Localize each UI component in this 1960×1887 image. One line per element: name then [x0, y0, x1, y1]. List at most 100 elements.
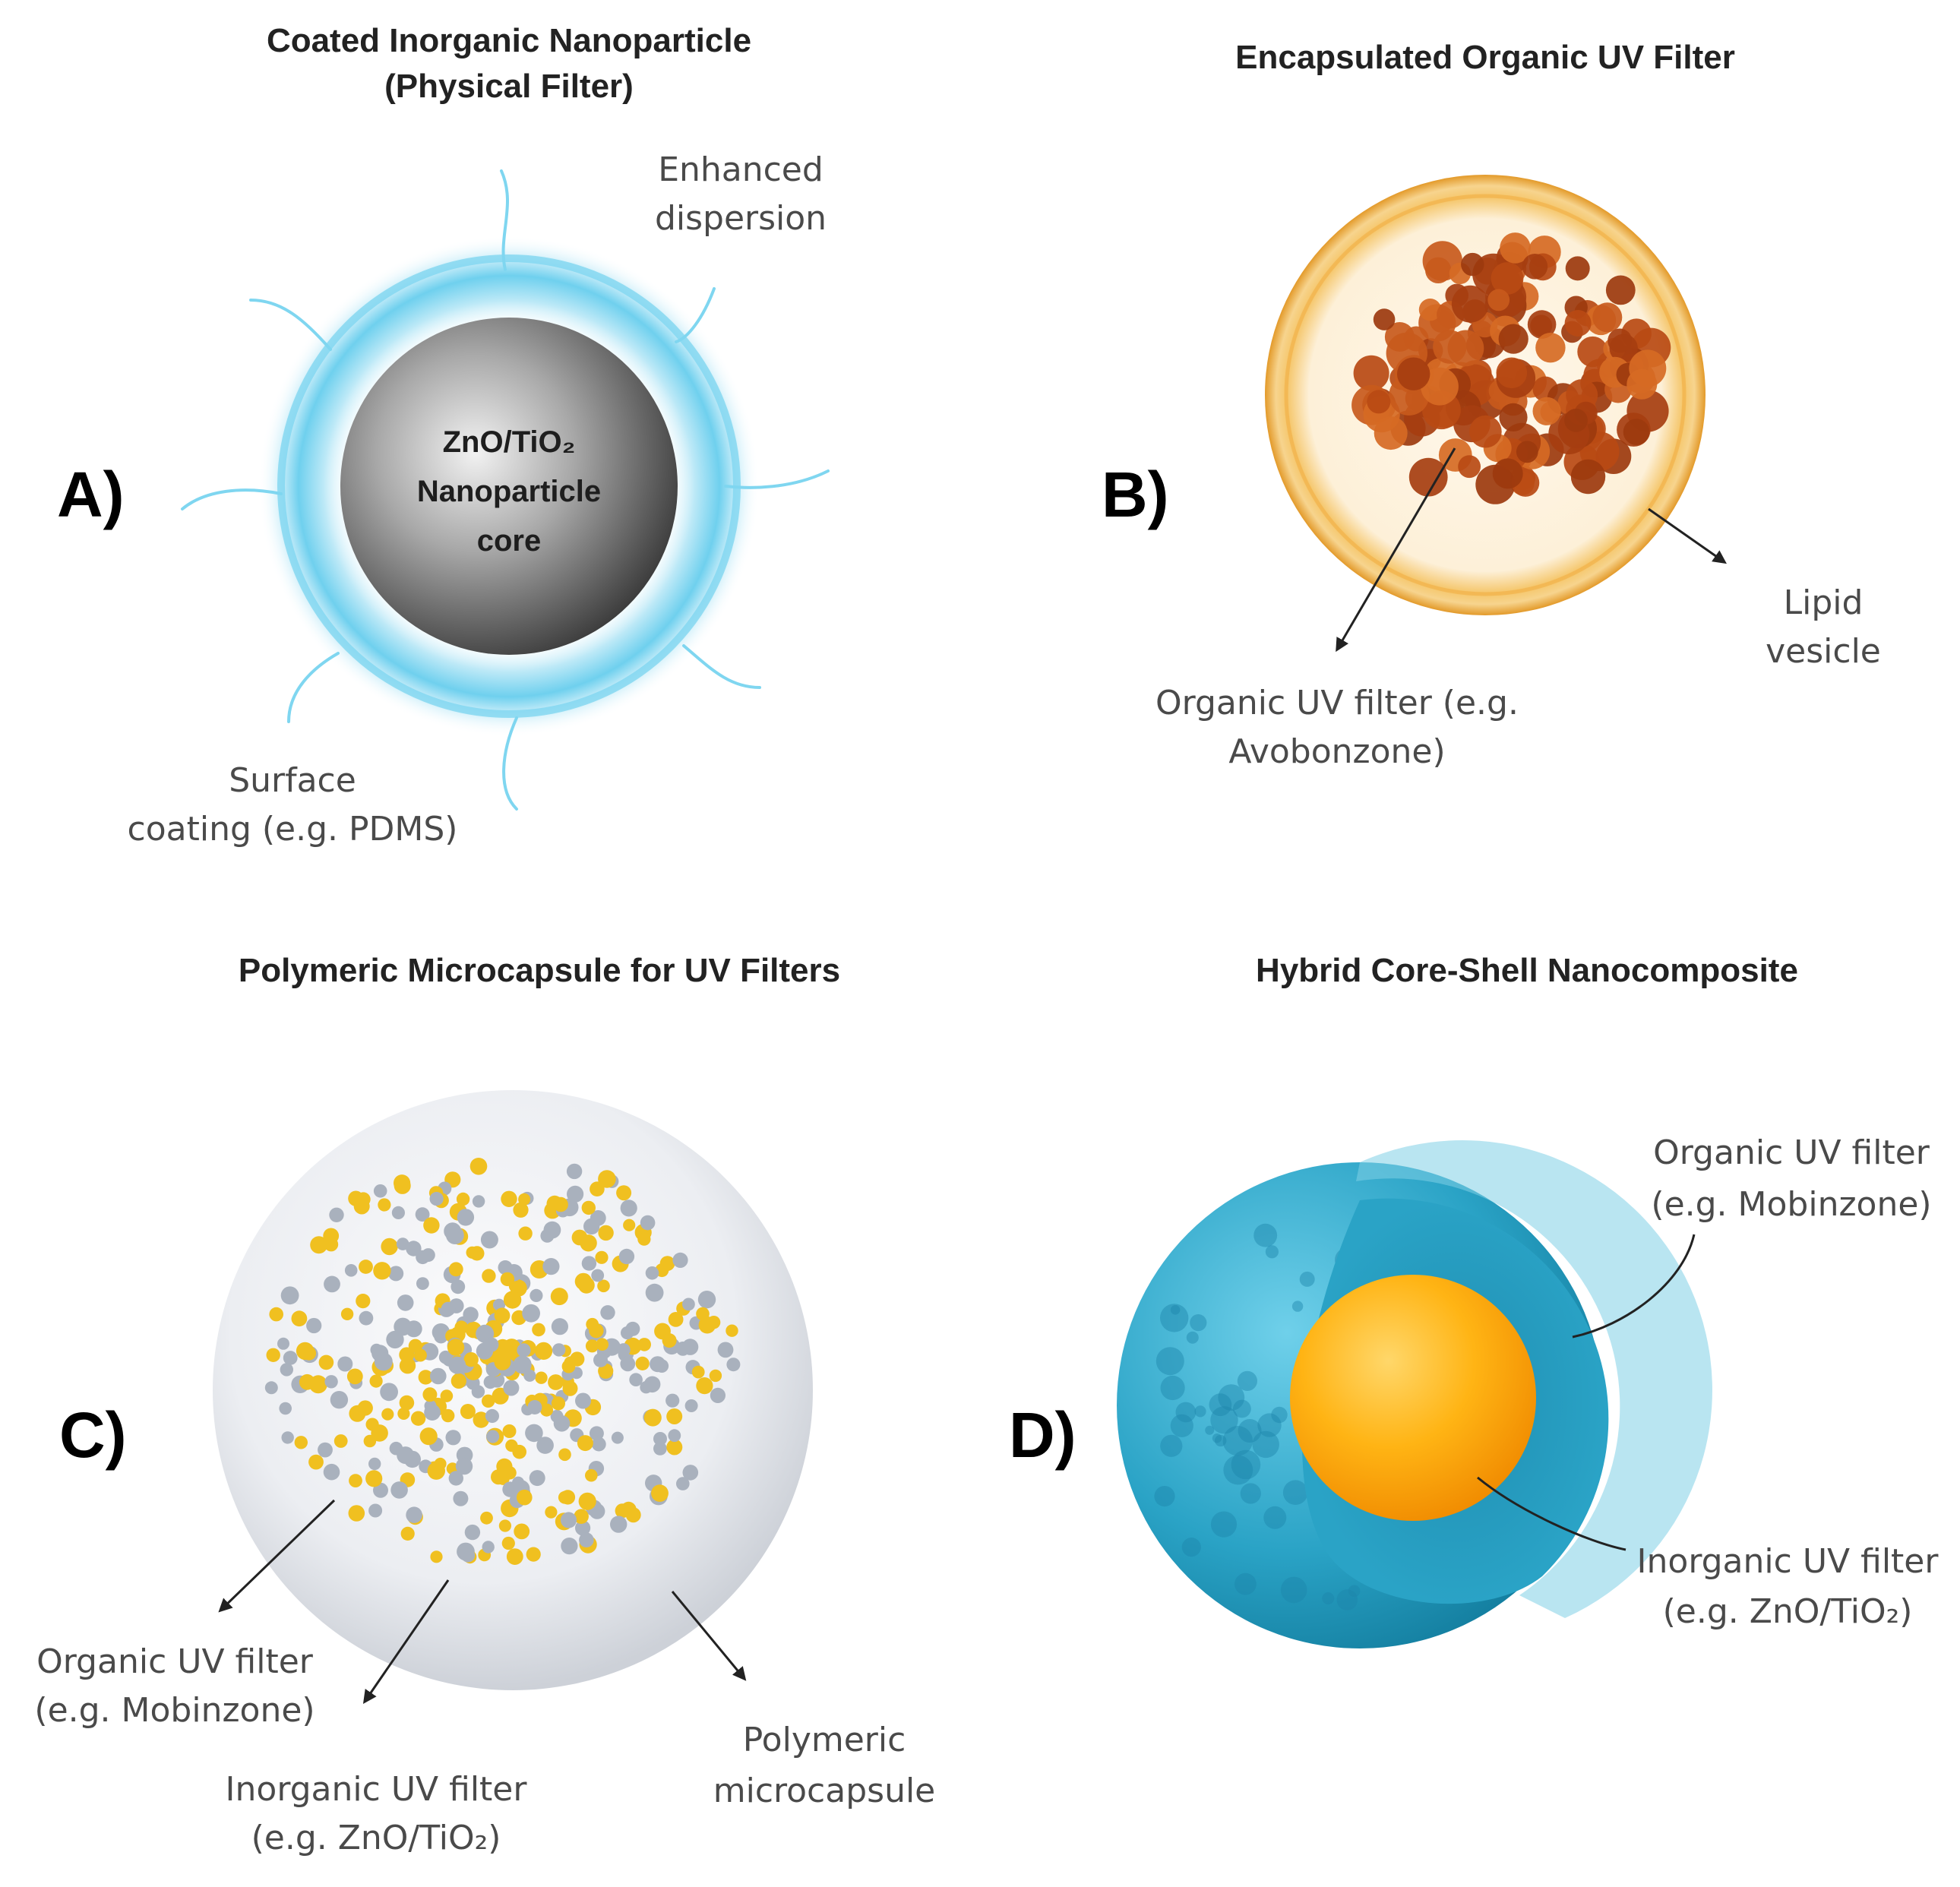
organic-particle	[551, 1396, 566, 1411]
core-label-line2: Nanoparticle	[417, 475, 601, 508]
organic-particle	[560, 1490, 576, 1505]
organic-particle	[558, 1448, 571, 1462]
inorganic-particle	[416, 1277, 429, 1290]
inorganic-particle	[460, 1548, 476, 1563]
organic-particle	[469, 1246, 485, 1261]
organic-particle	[696, 1307, 710, 1321]
inorganic-particle	[453, 1490, 469, 1506]
organic-particle	[505, 1439, 518, 1452]
organic-particle	[357, 1400, 373, 1416]
aggregate-blob	[1418, 299, 1442, 321]
aggregate-blob	[1487, 289, 1510, 311]
shell-pore	[1237, 1370, 1257, 1391]
c-inorganic-label-line1: Inorganic UV filter	[226, 1770, 528, 1809]
inorganic-particle	[522, 1304, 540, 1323]
shell-pore	[1223, 1455, 1253, 1485]
shell-pore	[1299, 1271, 1315, 1287]
inorganic-particle	[390, 1481, 408, 1499]
organic-particle	[578, 1276, 595, 1294]
d-organic-label-line1: Organic UV filter	[1653, 1133, 1930, 1172]
panel-c: Polymeric Microcapsule for UV Filters C)…	[34, 952, 935, 1857]
inorganic-particle	[551, 1318, 569, 1335]
inorganic-particle	[583, 1218, 600, 1235]
inorganic-particle	[517, 1343, 531, 1358]
organic-particle	[448, 1262, 463, 1277]
inorganic-particle	[448, 1471, 463, 1486]
organic-particle-leader	[218, 1499, 336, 1613]
inorganic-particle	[710, 1387, 726, 1403]
inorganic-particle	[550, 1409, 564, 1423]
aggregate-blob	[1451, 285, 1489, 323]
aggregate-blob	[1496, 357, 1528, 389]
organic-particle	[348, 1505, 365, 1522]
inorganic-particle	[421, 1248, 435, 1263]
panel-b-title: Encapsulated Organic UV Filter	[1235, 39, 1735, 76]
organic-particle	[616, 1185, 632, 1201]
inorganic-particle	[359, 1310, 374, 1326]
organic-particle	[553, 1196, 568, 1212]
aggregate-blob	[1374, 416, 1408, 450]
shell-pore	[1252, 1430, 1279, 1459]
organic-particle	[365, 1470, 383, 1487]
inorganic-particle	[566, 1163, 583, 1180]
inorganic-particle	[396, 1237, 409, 1250]
aggregate-blob	[1461, 252, 1484, 277]
shell-pore	[1253, 1223, 1278, 1247]
organic-particle	[369, 1374, 383, 1388]
organic-particle	[561, 1359, 576, 1373]
organic-particle	[501, 1190, 517, 1208]
inorganic-particle	[482, 1541, 495, 1554]
organic-particle	[578, 1492, 596, 1510]
shell-pore	[1175, 1402, 1197, 1423]
organic-particle	[381, 1408, 394, 1421]
inorganic-particle	[625, 1321, 640, 1336]
organic-particle	[494, 1353, 511, 1370]
core-label-line1: ZnO/TiO₂	[443, 425, 576, 459]
shell-pore	[1336, 1589, 1358, 1610]
inorganic-particle	[620, 1356, 636, 1372]
panel-d: Hybrid Core-Shell Nanocomposite D) Organ…	[1009, 952, 1939, 1648]
inorganic-particle	[629, 1373, 643, 1386]
aggregate-blob	[1353, 355, 1389, 391]
organic-particle	[473, 1411, 489, 1428]
shell-pore	[1186, 1331, 1199, 1344]
inorganic-particle	[394, 1317, 413, 1336]
inorganic-particle	[448, 1356, 466, 1374]
inorganic-particle	[726, 1358, 741, 1372]
organic-particle	[586, 1317, 599, 1331]
d-inorganic-leader	[1477, 1476, 1626, 1551]
inorganic-particle	[391, 1206, 406, 1219]
organic-particle	[427, 1462, 445, 1480]
organic-particle	[500, 1272, 515, 1287]
aggregate-blob	[1408, 457, 1448, 497]
inorganic-particle	[600, 1305, 615, 1320]
inorganic-particle	[279, 1402, 292, 1415]
inorganic-core	[1290, 1275, 1536, 1521]
aggregate-blob	[1498, 324, 1528, 354]
inorganic-particle	[527, 1400, 542, 1414]
inorganic-particle	[503, 1380, 520, 1396]
d-organic-label-line2: (e.g. Mobinzone)	[1651, 1185, 1931, 1224]
inorganic-particle	[717, 1342, 734, 1358]
shell-pore	[1234, 1572, 1257, 1595]
inorganic-particle	[617, 1343, 631, 1357]
inorganic-particle	[424, 1404, 441, 1421]
core-label-line3: core	[477, 524, 542, 558]
organic-particle	[666, 1439, 683, 1456]
lipid-leader	[1648, 507, 1727, 564]
aggregate-blob	[1608, 328, 1633, 353]
inorganic-particle	[589, 1426, 604, 1441]
inorganic-particle	[575, 1392, 591, 1409]
organic-particle	[503, 1466, 517, 1480]
shell-pore	[1233, 1399, 1251, 1418]
inorganic-particle	[640, 1215, 656, 1231]
inorganic-particle	[618, 1248, 635, 1265]
inorganic-particle	[611, 1431, 624, 1444]
inorganic-particle	[324, 1275, 340, 1293]
inorganic-particle	[306, 1317, 322, 1334]
inorganic-particle	[552, 1343, 566, 1357]
aggregate-blob	[1605, 275, 1636, 305]
organic-particle	[371, 1424, 388, 1442]
inorganic-particle	[697, 1291, 716, 1309]
